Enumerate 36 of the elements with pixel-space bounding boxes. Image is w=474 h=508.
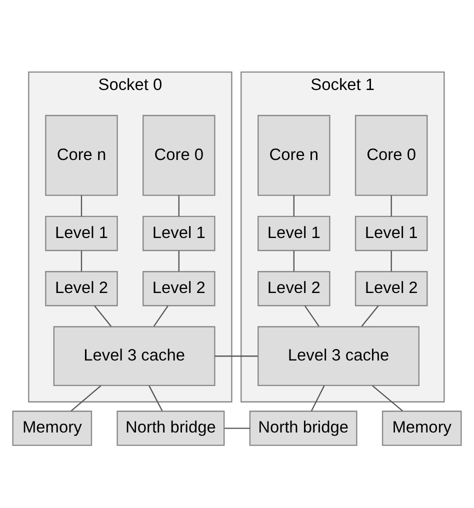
node-box: Level 2 — [258, 271, 330, 306]
connector — [293, 250, 294, 272]
node-box: Level 2 — [142, 271, 216, 306]
connector — [304, 306, 320, 327]
connector — [310, 385, 325, 412]
node-box: Level 2 — [45, 271, 118, 306]
connector — [361, 306, 379, 327]
node-box: Level 3 cache — [258, 326, 420, 386]
node-box: Core 0 — [142, 114, 216, 196]
node-box: Level 2 — [354, 271, 428, 306]
connector — [178, 195, 180, 216]
connector — [214, 356, 258, 357]
connector — [80, 250, 82, 272]
connector — [390, 195, 392, 216]
connector — [148, 385, 163, 412]
node-box: Level 1 — [45, 216, 118, 252]
node-box: North bridge — [249, 410, 358, 446]
connector — [372, 385, 403, 412]
node-box: Level 1 — [142, 216, 216, 252]
node-box: North bridge — [116, 410, 225, 446]
node-box: Level 3 cache — [53, 326, 216, 386]
connector — [94, 306, 112, 327]
node-box: Memory — [12, 410, 92, 446]
connector — [178, 250, 180, 272]
node-box: Core n — [45, 114, 118, 196]
connector — [224, 428, 250, 429]
connector — [390, 250, 392, 272]
connector — [153, 306, 168, 327]
connector — [70, 385, 102, 412]
node-box: Level 1 — [258, 216, 330, 252]
node-box: Level 1 — [354, 216, 428, 252]
node-box: Memory — [382, 410, 462, 446]
node-box: Core 0 — [354, 114, 428, 196]
connector — [293, 195, 294, 216]
connector — [80, 195, 82, 216]
node-box: Core n — [258, 114, 330, 196]
